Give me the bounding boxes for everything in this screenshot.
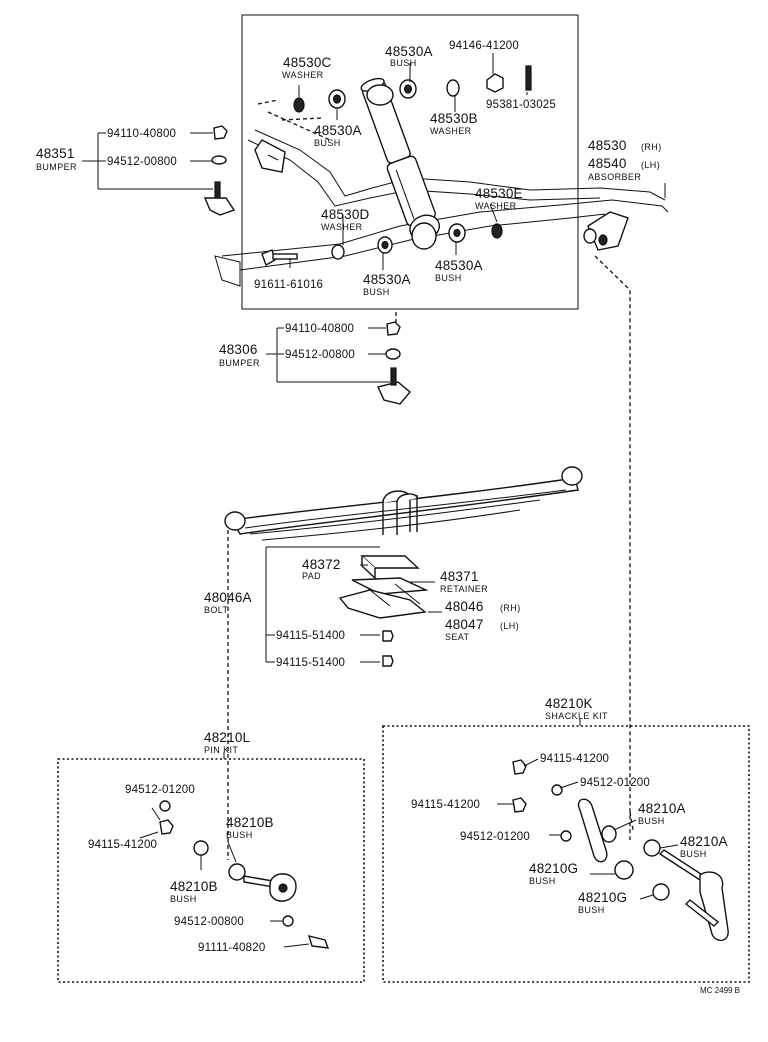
absorber-labels: 48530 (RH) 48540 (LH) ABSORBER xyxy=(588,138,662,182)
footer-code: MC 2499 B xyxy=(700,986,740,995)
part-name-washer: WASHER xyxy=(282,70,324,80)
part-name-bush-top: BUSH xyxy=(390,58,417,68)
shackle-kit-number: 48210K xyxy=(545,696,593,711)
bumper-48351-part2: 94512-00800 xyxy=(107,156,177,168)
bumper-48351-number: 48351 xyxy=(36,146,75,161)
shackle-kit-name: SHACKLE KIT xyxy=(545,711,608,721)
part-number-94146-41200: 94146-41200 xyxy=(449,40,519,52)
part-number-48530a-top: 48530A xyxy=(385,44,433,59)
part-name-washer-b: WASHER xyxy=(430,126,472,136)
shackle-kit-item-94512-01200-left: 94512-01200 xyxy=(460,831,530,843)
pin-kit-item-91111-40820: 91111-40820 xyxy=(198,942,265,954)
pin-kit-item-bush-left: BUSH xyxy=(170,894,197,904)
part-number-91611-61016: 91611-61016 xyxy=(254,279,323,291)
shackle-kit-item-bush-g-left: BUSH xyxy=(529,876,556,886)
seat-rh-number: 48046 xyxy=(445,599,484,614)
part-number-48530a-bottom-left: 48530A xyxy=(363,272,411,287)
bumper-48306-group: 48306 BUMPER 94110-40800 94512-00800 xyxy=(219,312,411,405)
shackle-kit-group: 48210K SHACKLE KIT 94115-41200 94512-012… xyxy=(382,696,750,983)
shackle-kit-item-94512-01200-top: 94512-01200 xyxy=(580,777,650,789)
pin-kit-group: 48210L PIN KIT 94512-01200 94115-41200 4… xyxy=(57,730,365,983)
bumper-48306-number: 48306 xyxy=(219,342,258,357)
absorber-rh-number: 48530 xyxy=(588,138,627,153)
shackle-kit-item-94115-41200-left: 94115-41200 xyxy=(411,799,480,811)
part-name-bush-bottom-left: BUSH xyxy=(363,287,390,297)
upper-labels: 48530C WASHER 48530A BUSH 94146-41200 95… xyxy=(254,40,556,297)
absorber-lh-number: 48540 xyxy=(588,156,627,171)
bumper-48306-name: BUMPER xyxy=(219,358,260,368)
absorber-lh-tag: (LH) xyxy=(641,160,660,170)
part-number-48530a-bottom-right: 48530A xyxy=(435,258,483,273)
part-name-washer-e: WASHER xyxy=(475,201,517,211)
part-number-95381-03025: 95381-03025 xyxy=(486,99,556,111)
shackle-kit-item-bush-a-right: BUSH xyxy=(680,849,707,859)
bumper-48351-part1: 94110-40800 xyxy=(107,128,176,140)
bumper-48306-part1: 94110-40800 xyxy=(285,323,354,335)
shock-absorber xyxy=(360,77,441,250)
pin-kit-item-bush-right: BUSH xyxy=(226,830,253,840)
bumper-48306-part2: 94512-00800 xyxy=(285,349,355,361)
bumper-48351-name: BUMPER xyxy=(36,162,77,172)
part-number-48530d: 48530D xyxy=(321,207,370,222)
nut-number-2: 94115-51400 xyxy=(276,657,345,669)
upper-small-parts xyxy=(261,65,629,267)
nut-number-1: 94115-51400 xyxy=(276,630,345,642)
part-number-48530a-left: 48530A xyxy=(314,123,362,138)
part-name-bush-bottom-right: BUSH xyxy=(435,273,462,283)
bolt-name: BOLT xyxy=(204,605,229,615)
shackle-kit-item-48210g-left: 48210G xyxy=(529,861,578,876)
pin-kit-item-94512-00800: 94512-00800 xyxy=(174,916,244,928)
shackle-kit-item-bush-g-right: BUSH xyxy=(578,905,605,915)
part-name-bush-left: BUSH xyxy=(314,138,341,148)
bumper-48351-group: 48351 BUMPER 94110-40800 94512-00800 xyxy=(36,125,236,216)
retainer-number: 48371 xyxy=(440,569,479,584)
shackle-kit-item-94115-41200-top: 94115-41200 xyxy=(540,753,609,765)
part-name-washer-d: WASHER xyxy=(321,222,363,232)
connector-lines xyxy=(227,255,631,860)
spring-labels: 48372 PAD 48371 RETAINER 48046 (RH) 4804… xyxy=(204,546,521,669)
retainer-name: RETAINER xyxy=(440,584,488,594)
part-number-48530c: 48530C xyxy=(283,55,332,70)
pad-name: PAD xyxy=(302,571,321,581)
leaf-spring-drawing xyxy=(224,466,583,541)
seat-rh-tag: (RH) xyxy=(500,603,521,613)
part-number-48530e: 48530E xyxy=(475,186,523,201)
bolt-number: 48046A xyxy=(204,590,252,605)
shackle-kit-item-48210g-right: 48210G xyxy=(578,890,627,905)
part-number-48530b: 48530B xyxy=(430,111,478,126)
upper-bumper-bracket xyxy=(254,139,286,173)
upper-leader-lines xyxy=(289,53,666,270)
absorber-rh-tag: (RH) xyxy=(641,142,662,152)
spring-seat-parts xyxy=(338,555,429,619)
pin-kit-item-48210b-right: 48210B xyxy=(226,815,274,830)
seat-lh-tag: (LH) xyxy=(500,621,519,631)
shackle-kit-item-48210a-right: 48210A xyxy=(680,834,728,849)
shackle-kit-item-48210a-top: 48210A xyxy=(638,801,686,816)
seat-lh-number: 48047 xyxy=(445,617,484,632)
shackle-kit-item-bush-a-top: BUSH xyxy=(638,816,665,826)
pin-kit-name: PIN KIT xyxy=(204,745,238,755)
pad-number: 48372 xyxy=(302,557,341,572)
seat-name: SEAT xyxy=(445,632,470,642)
pin-kit-item-94115-41200: 94115-41200 xyxy=(88,839,157,851)
upper-group-frame xyxy=(241,14,579,310)
pin-kit-number: 48210L xyxy=(204,730,251,745)
absorber-name: ABSORBER xyxy=(588,172,641,182)
pin-kit-item-94512-01200: 94512-01200 xyxy=(125,784,195,796)
pin-kit-item-48210b-left: 48210B xyxy=(170,879,218,894)
